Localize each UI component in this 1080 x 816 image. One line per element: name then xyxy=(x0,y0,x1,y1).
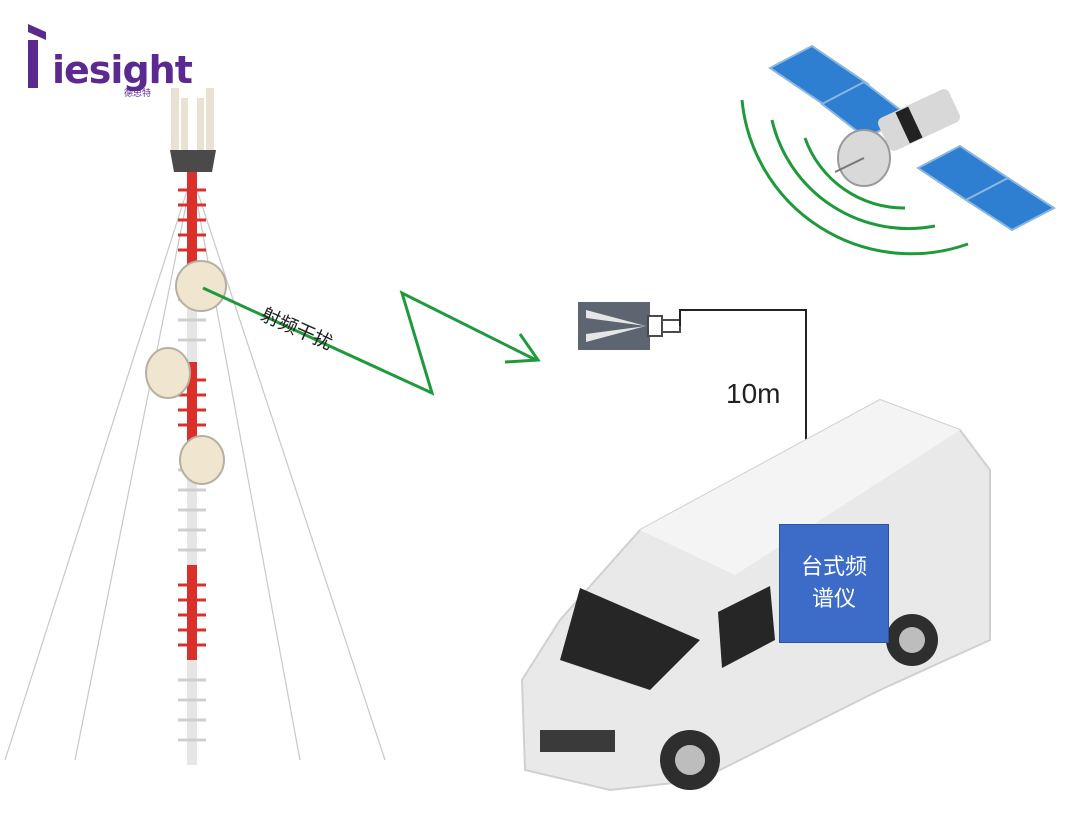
rf-interference-signal xyxy=(203,288,538,393)
satellite-icon xyxy=(770,46,1054,230)
spectrum-analyzer-box: 台式频谱仪 xyxy=(779,524,889,643)
cable-length-label: 10m xyxy=(726,378,780,410)
cell-tower-icon xyxy=(170,88,216,765)
horn-antenna-icon xyxy=(578,302,680,350)
spectrum-analyzer-label: 台式频谱仪 xyxy=(794,552,874,616)
van-icon xyxy=(522,400,990,790)
brand-logo: iesight 德思特 xyxy=(22,22,162,94)
logo-text: iesight xyxy=(52,48,192,92)
logo-mark-icon xyxy=(26,22,48,90)
logo-subtext: 德思特 xyxy=(124,86,151,99)
